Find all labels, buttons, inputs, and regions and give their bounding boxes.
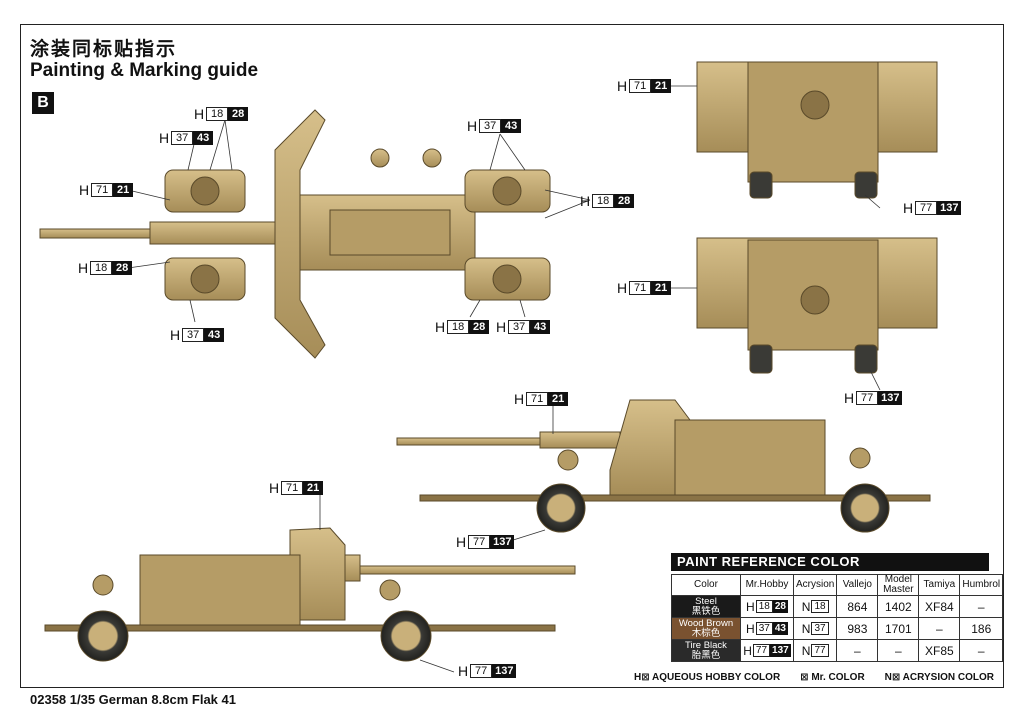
legend-aqueous: H⊠ AQUEOUS HOBBY COLOR [634,672,781,683]
side-view-drawing-right [396,399,931,533]
column-header: Vallejo [836,574,879,596]
side-view-drawing-left [44,527,576,662]
product-footer: 02358 1/35 German 8.8cm Flak 41 [30,692,236,707]
table-header-row: Color Mr.Hobby Acrysion Vallejo Model Ma… [671,574,1004,596]
model-master-cell: 1402 [877,595,920,618]
paint-legend: H⊠ AQUEOUS HOBBY COLOR ⊠ Mr. COLOR N⊠ AC… [634,672,994,683]
column-header: Color [671,574,741,596]
vallejo-cell: – [836,639,879,662]
humbrol-cell: – [959,595,1004,618]
paint-reference-title: PAINT REFERENCE COLOR [671,553,989,571]
tamiya-cell: XF85 [918,639,961,662]
page-title-cn: 涂装同标贴指示 [30,39,178,60]
legend-acrysion: N⊠ ACRYSION COLOR [884,672,994,683]
column-header: Tamiya [918,574,961,596]
leader-lines [127,85,881,673]
column-header: Acrysion [792,574,838,596]
front-view-drawing-1 [696,61,938,199]
page-title: Painting & Marking guide [30,60,259,81]
humbrol-cell: – [959,639,1004,662]
legend-mr-color: ⊠ Mr. COLOR [800,672,865,683]
top-view-drawing [39,109,551,359]
humbrol-cell: 186 [959,617,1004,640]
section-badge: B [32,92,54,114]
sheet-frame [20,24,1004,688]
tamiya-cell: – [918,617,961,640]
vallejo-cell: 864 [836,595,879,618]
paint-reference-table: Color Mr.Hobby Acrysion Vallejo Model Ma… [671,574,1004,662]
column-header: Model Master [877,574,920,596]
model-master-cell: 1701 [877,617,920,640]
column-header: Mr.Hobby [740,574,794,596]
front-view-drawing-2 [696,237,938,374]
model-master-cell: – [877,639,920,662]
tamiya-cell: XF84 [918,595,961,618]
vallejo-cell: 983 [836,617,879,640]
column-header: Humbrol [959,574,1004,596]
